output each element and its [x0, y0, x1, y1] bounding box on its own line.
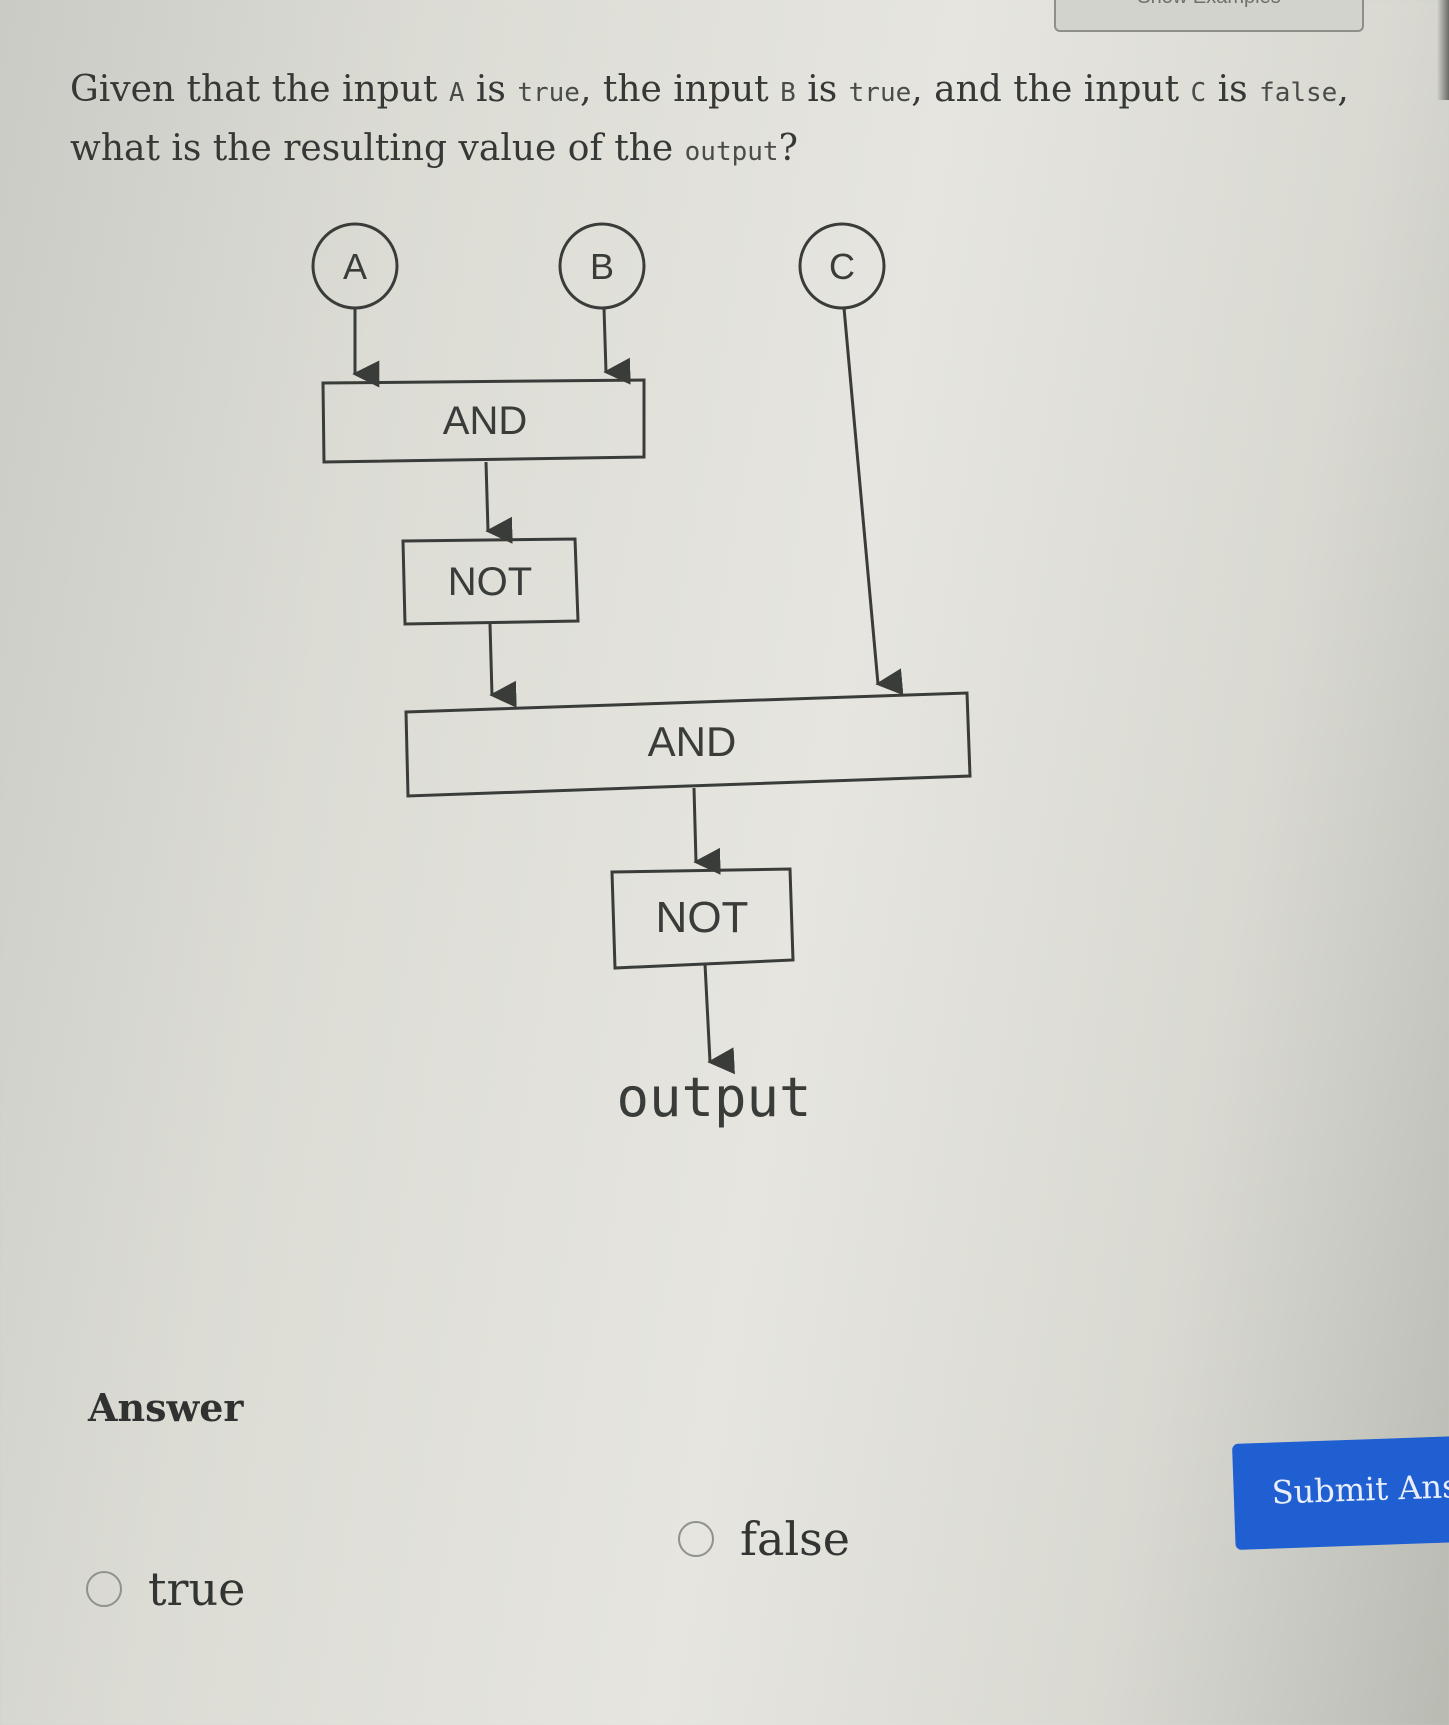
screen-edge-shadow — [1437, 0, 1449, 100]
arrow-b-to-and1 — [602, 307, 631, 385]
input-label-a: A — [343, 246, 367, 287]
input-node-c — [798, 222, 886, 310]
input-b-code: B — [780, 78, 796, 108]
submit-answer-button[interactable]: Submit Answer — [1232, 1434, 1449, 1550]
input-label-c: C — [829, 246, 855, 287]
arrow-not1-to-and2 — [488, 623, 517, 708]
input-label-b: B — [590, 246, 614, 287]
logic-diagram: A B C AND NOT AND NOT output — [311, 222, 972, 1129]
input-c-code: C — [1190, 78, 1207, 108]
answer-option-true[interactable]: true — [86, 1562, 245, 1616]
input-a-code: A — [448, 78, 465, 108]
a-value-code: true — [517, 78, 580, 108]
radio-button-false[interactable] — [678, 1521, 714, 1557]
question-fragment: what is the resulting value of the — [70, 128, 685, 169]
b-value-code: true — [848, 78, 912, 108]
gate-not1-label: NOT — [448, 560, 532, 604]
gate-and2-label: AND — [648, 718, 737, 765]
question-fragment: is — [795, 69, 849, 110]
gate-not2-box — [610, 867, 795, 970]
gate-and2-box — [404, 691, 972, 798]
c-value-code: false — [1259, 78, 1338, 108]
output-code: output — [684, 137, 779, 167]
radio-button-true[interactable] — [86, 1571, 122, 1607]
question-fragment: Given that the input — [70, 69, 449, 110]
output-label: output — [616, 1066, 811, 1129]
show-examples-button[interactable]: Show Examples — [1054, 0, 1364, 32]
arrow-and1-to-not1 — [484, 461, 513, 544]
question-fragment: , and the input — [911, 69, 1191, 110]
arrow-and2-to-not2 — [692, 787, 721, 875]
option-label-true: true — [148, 1562, 246, 1616]
question-fragment: ? — [778, 128, 798, 169]
question-text: Given that the input A is true, the inpu… — [70, 62, 1400, 180]
question-fragment: , — [1337, 69, 1349, 110]
arrow-not2-to-output — [703, 963, 735, 1075]
gate-and1-box — [321, 378, 646, 464]
answer-heading: Answer — [88, 1385, 244, 1430]
question-fragment: , the input — [579, 69, 781, 110]
question-fragment: is — [464, 69, 518, 110]
gate-not1-box — [401, 537, 580, 626]
gate-and1-label: AND — [443, 399, 527, 443]
gate-not2-label: NOT — [656, 893, 749, 942]
answer-option-false[interactable]: false — [678, 1512, 850, 1566]
option-label-false: false — [740, 1512, 850, 1566]
question-fragment: is — [1206, 69, 1260, 110]
arrow-c-to-and2 — [842, 307, 904, 696]
input-node-b — [558, 222, 646, 310]
